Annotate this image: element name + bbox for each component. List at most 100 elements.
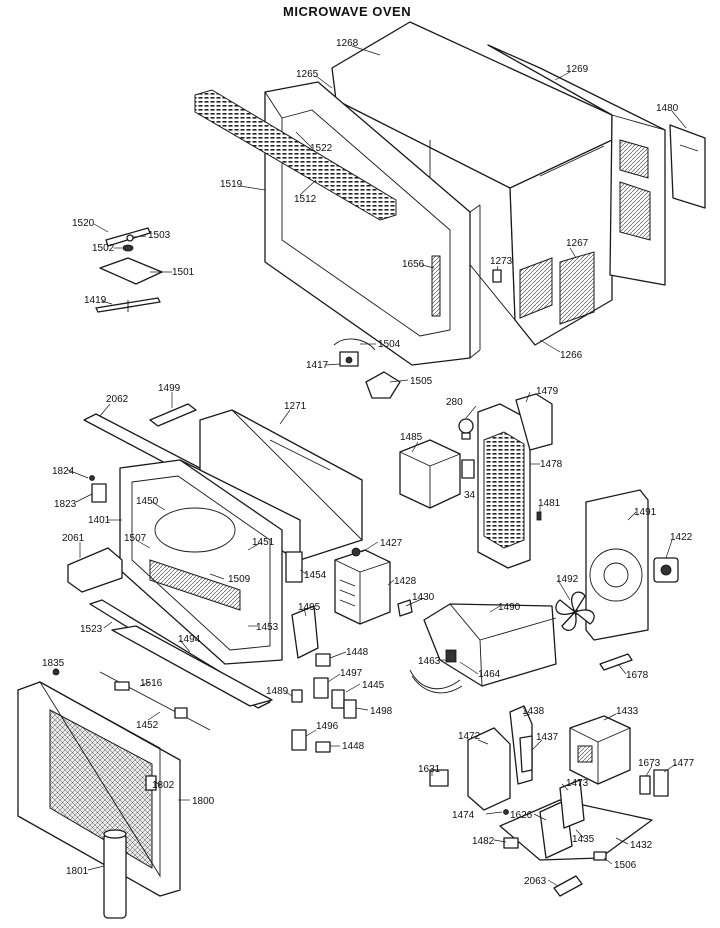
part-label: 1269 — [566, 64, 589, 75]
fan-shroud-1491 — [585, 489, 649, 641]
part-label: 1501 — [172, 267, 195, 278]
screw-1503 — [126, 234, 134, 242]
fan-motor-1422 — [653, 557, 679, 583]
part-label: 1477 — [672, 758, 695, 769]
diagram-title: MICROWAVE OVEN — [283, 4, 411, 19]
part-label: 1266 — [560, 350, 583, 361]
part-label: 1496 — [316, 721, 339, 732]
switch-1448-upper — [315, 653, 331, 667]
vent-grille — [194, 89, 397, 221]
socket-34 — [461, 459, 475, 479]
panel-1266-vent — [519, 257, 553, 319]
part-label: 1453 — [256, 622, 279, 633]
screw-1481 — [536, 511, 542, 521]
part-1437 — [519, 735, 533, 773]
part-label: 1824 — [52, 466, 75, 477]
part-label: 1485 — [400, 432, 423, 443]
part-label: 1463 — [418, 656, 441, 667]
switch-1497 — [313, 677, 329, 699]
part-label: 1626 — [510, 810, 533, 821]
part-label: 1417 — [306, 360, 329, 371]
cover-1479 — [515, 393, 553, 451]
part-label: 1265 — [296, 69, 319, 80]
part-label: 1268 — [336, 38, 359, 49]
bracket-1505 — [365, 371, 401, 399]
part-label: 1435 — [572, 834, 595, 845]
part-label: 1273 — [490, 256, 513, 267]
part-label: 1451 — [252, 537, 275, 548]
part-label: 1448 — [346, 647, 369, 658]
transformer-1433 — [569, 715, 631, 785]
part-label: 280 — [446, 397, 463, 408]
part-label: 1489 — [266, 686, 289, 697]
bracket-2061 — [67, 547, 123, 593]
grommet-1502 — [122, 244, 134, 252]
clip-1273 — [492, 269, 502, 283]
part-label: 1430 — [412, 592, 435, 603]
part-label: 1432 — [630, 840, 653, 851]
board-1473 — [559, 779, 585, 829]
part-label: 1427 — [380, 538, 403, 549]
switch-1445 — [331, 689, 345, 709]
wire-harness-1463 — [409, 649, 463, 694]
part-1631 — [429, 769, 449, 787]
part-label: 1464 — [478, 669, 501, 680]
part-label: 1481 — [538, 498, 561, 509]
part-1477 — [653, 769, 669, 797]
fan-blade-1492 — [555, 591, 595, 632]
part-1506 — [593, 851, 607, 861]
part-labels: 1268 1265 1269 1480 1522 1519 1512 1520 … — [42, 38, 695, 887]
part-label: 1502 — [92, 243, 115, 254]
part-1482 — [503, 837, 519, 849]
part-label: 1802 — [152, 780, 175, 791]
bracket-1472 — [467, 727, 511, 811]
part-label: 1428 — [394, 576, 417, 587]
part-label: 1452 — [136, 720, 159, 731]
part-label: 1499 — [158, 383, 181, 394]
rear-vent-lower — [619, 181, 651, 241]
part-label: 1474 — [452, 810, 475, 821]
part-label: 1505 — [410, 376, 433, 387]
screw-1474 — [503, 809, 509, 815]
part-label: 1656 — [402, 259, 425, 270]
top-bracket-1499 — [149, 403, 197, 427]
part-label: 1478 — [540, 459, 563, 470]
part-label: 1503 — [148, 230, 171, 241]
part-label: 1419 — [84, 295, 107, 306]
lamp-280 — [458, 418, 474, 440]
plate-1501 — [99, 257, 163, 285]
switch-1448-lower — [315, 741, 331, 753]
part-label: 1437 — [536, 732, 559, 743]
part-label: 1631 — [418, 764, 441, 775]
cable-1516 — [99, 671, 211, 731]
bracket-2063 — [553, 875, 583, 897]
part-label: 1522 — [310, 143, 333, 154]
hinge-1802 — [145, 775, 157, 791]
part-label: 1401 — [88, 515, 111, 526]
part-label: 1422 — [670, 532, 693, 543]
part-label: 1801 — [66, 866, 89, 877]
part-label: 1271 — [284, 401, 307, 412]
handle-1801 — [103, 829, 127, 919]
part-label: 1450 — [136, 496, 159, 507]
part-label: 1480 — [656, 103, 679, 114]
part-label: 1448 — [342, 741, 365, 752]
part-label: 1523 — [80, 624, 103, 635]
switch-1496 — [291, 729, 307, 751]
part-label: 1454 — [304, 570, 327, 581]
switch-1489 — [291, 689, 303, 703]
part-label: 1516 — [140, 678, 163, 689]
part-label: 34 — [464, 490, 476, 501]
part-label: 1509 — [228, 574, 251, 585]
part-label: 1495 — [298, 602, 321, 613]
panel-1267 — [559, 251, 595, 325]
bracket-1419 — [95, 297, 161, 313]
part-label: 1490 — [498, 602, 521, 613]
part-label: 1512 — [294, 194, 317, 205]
bar-1678 — [599, 653, 633, 671]
part-label: 1438 — [522, 706, 545, 717]
part-label: 1498 — [370, 706, 393, 717]
part-1673 — [639, 775, 651, 795]
part-label: 1507 — [124, 533, 147, 544]
